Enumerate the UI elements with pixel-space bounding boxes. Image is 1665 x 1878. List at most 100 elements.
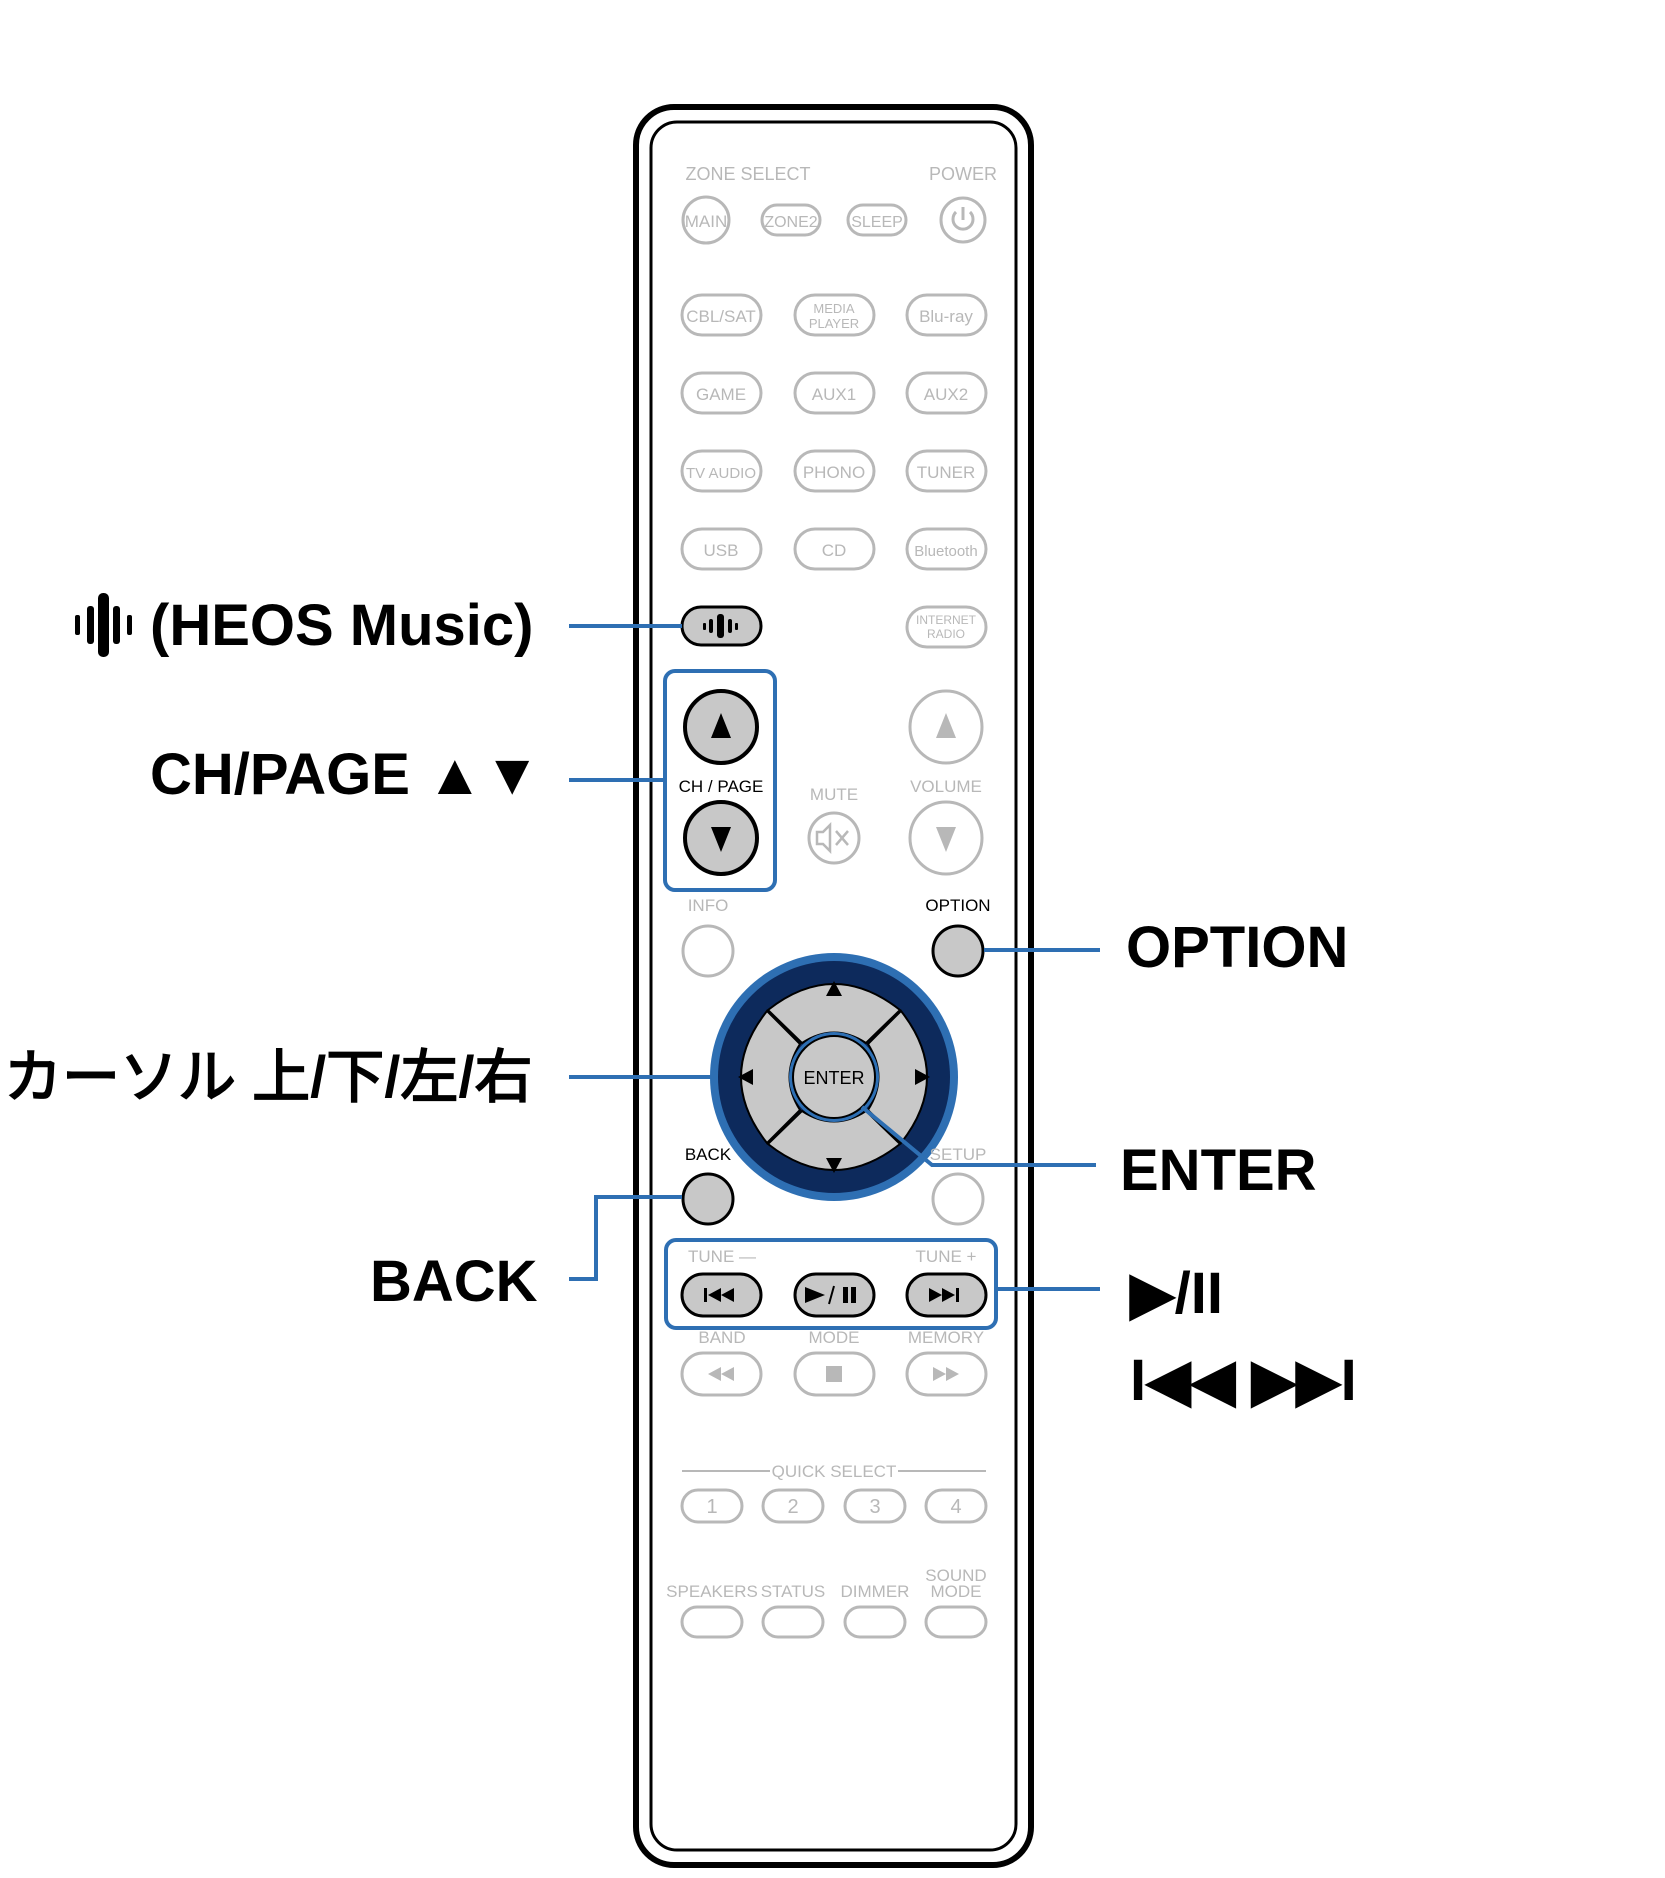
mute-button[interactable] (807, 811, 861, 865)
power-label: POWER (929, 164, 997, 184)
input-tv-audio-button[interactable]: TV AUDIO (680, 449, 763, 493)
info-button[interactable] (681, 924, 735, 978)
mute-icon (815, 821, 849, 855)
svg-text:4: 4 (950, 1496, 961, 1518)
sleep-button[interactable]: SLEEP (846, 203, 908, 237)
volume-up-button[interactable] (908, 689, 984, 765)
svg-text:MEDIA: MEDIA (813, 301, 855, 316)
volume-down-icon (936, 827, 956, 852)
cursor-down-icon (826, 1158, 842, 1173)
tune-plus-label: TUNE + (916, 1247, 977, 1266)
input-bluray-button[interactable]: Blu-ray (905, 293, 988, 337)
setup-label: SETUP (930, 1145, 987, 1164)
band-label: BAND (698, 1328, 745, 1347)
fast-forward-icon (933, 1367, 959, 1381)
sound-mode-button[interactable] (924, 1605, 988, 1639)
svg-text:AUX2: AUX2 (924, 385, 968, 404)
input-media-player-button[interactable]: MEDIA PLAYER (793, 293, 876, 337)
skip-back-icon (704, 1288, 734, 1302)
power-button[interactable] (939, 196, 987, 244)
power-icon (951, 210, 975, 231)
input-aux1-button[interactable]: AUX1 (793, 371, 876, 415)
sound-mode-label-line2: MODE (931, 1582, 982, 1601)
heos-callout-label: (HEOS Music) (150, 593, 534, 658)
svg-text:GAME: GAME (696, 385, 746, 404)
skip-forward-icon (929, 1288, 959, 1302)
input-cbl-sat-button[interactable]: CBL/SAT (680, 293, 763, 337)
volume-up-icon (936, 713, 956, 738)
svg-text:ENTER: ENTER (803, 1068, 864, 1088)
svg-text:CD: CD (822, 541, 847, 560)
svg-text:TUNER: TUNER (917, 463, 976, 482)
option-callout-label: OPTION (1126, 915, 1348, 980)
svg-text:1: 1 (706, 1496, 717, 1518)
fast-forward-button[interactable] (905, 1351, 988, 1397)
volume-down-button[interactable] (908, 800, 984, 876)
tune-minus-label: TUNE — (688, 1247, 756, 1266)
svg-text:CBL/SAT: CBL/SAT (686, 307, 756, 326)
quick-select-3-button[interactable]: 3 (843, 1488, 907, 1524)
mode-label: MODE (809, 1328, 860, 1347)
heos-icon (703, 614, 738, 638)
cursor-up-icon (826, 981, 842, 996)
enter-callout-label: ENTER (1120, 1138, 1317, 1203)
quick-select-1-button[interactable]: 1 (680, 1488, 744, 1524)
internet-radio-button[interactable]: INTERNET RADIO (905, 605, 988, 649)
heos-callout: (HEOS Music) (75, 593, 534, 658)
option-label: OPTION (925, 896, 990, 915)
svg-text:INTERNET: INTERNET (916, 613, 977, 627)
stop-icon (826, 1366, 842, 1382)
quick-select-4-button[interactable]: 4 (924, 1488, 988, 1524)
stop-button[interactable] (793, 1351, 876, 1397)
dimmer-label: DIMMER (841, 1582, 910, 1601)
input-game-button[interactable]: GAME (680, 371, 763, 415)
skip-callout-label: I◀◀ ▶▶I (1130, 1348, 1357, 1413)
main-button[interactable]: MAIN (681, 195, 731, 245)
setup-button[interactable] (931, 1172, 985, 1226)
speakers-button[interactable] (680, 1605, 744, 1639)
heos-icon (75, 593, 132, 657)
ch-page-up-button[interactable] (683, 689, 759, 765)
zone2-button[interactable]: ZONE2 (760, 203, 822, 237)
cursor-callout-label: カーソル 上/下/左/右 (4, 1045, 532, 1110)
svg-text:RADIO: RADIO (927, 627, 965, 641)
transport-highlight (664, 1238, 998, 1330)
skip-back-button[interactable] (680, 1272, 763, 1318)
svg-text:PHONO: PHONO (803, 463, 865, 482)
svg-text:2: 2 (787, 1496, 798, 1518)
ch-page-callout-label: CH/PAGE ▲▼ (150, 742, 541, 807)
svg-text:3: 3 (869, 1496, 880, 1518)
back-label: BACK (685, 1145, 732, 1164)
input-phono-button[interactable]: PHONO (793, 449, 876, 493)
input-aux2-button[interactable]: AUX2 (905, 371, 988, 415)
ch-page-label: CH / PAGE (679, 777, 764, 796)
svg-text:Bluetooth: Bluetooth (914, 543, 977, 560)
info-label: INFO (688, 896, 729, 915)
input-tuner-button[interactable]: TUNER (905, 449, 988, 493)
play-pause-callout-label: ▶/II (1129, 1261, 1223, 1326)
input-bluetooth-button[interactable]: Bluetooth (905, 527, 988, 571)
speakers-label: SPEAKERS (666, 1582, 758, 1601)
zone-select-label: ZONE SELECT (685, 164, 810, 184)
sound-mode-label-line1: SOUND (925, 1566, 986, 1585)
svg-text:Blu-ray: Blu-ray (919, 307, 973, 326)
skip-forward-button[interactable] (905, 1272, 988, 1318)
quick-select-label: QUICK SELECT (772, 1462, 897, 1481)
input-usb-button[interactable]: USB (680, 527, 763, 571)
leader-lines (569, 624, 1100, 1291)
play-pause-button[interactable] (793, 1272, 876, 1318)
rewind-button[interactable] (680, 1351, 763, 1397)
back-button[interactable] (681, 1172, 735, 1226)
input-cd-button[interactable]: CD (793, 527, 876, 571)
heos-music-button[interactable] (680, 605, 763, 647)
option-button[interactable] (931, 924, 985, 978)
play-pause-icon (805, 1285, 856, 1305)
rewind-icon (708, 1367, 734, 1381)
enter-button[interactable]: ENTER (789, 1032, 879, 1122)
ch-page-down-button[interactable] (683, 800, 759, 876)
dimmer-button[interactable] (843, 1605, 907, 1639)
status-button[interactable] (761, 1605, 825, 1639)
memory-label: MEMORY (908, 1328, 984, 1347)
quick-select-2-button[interactable]: 2 (761, 1488, 825, 1524)
svg-text:SLEEP: SLEEP (851, 214, 903, 231)
